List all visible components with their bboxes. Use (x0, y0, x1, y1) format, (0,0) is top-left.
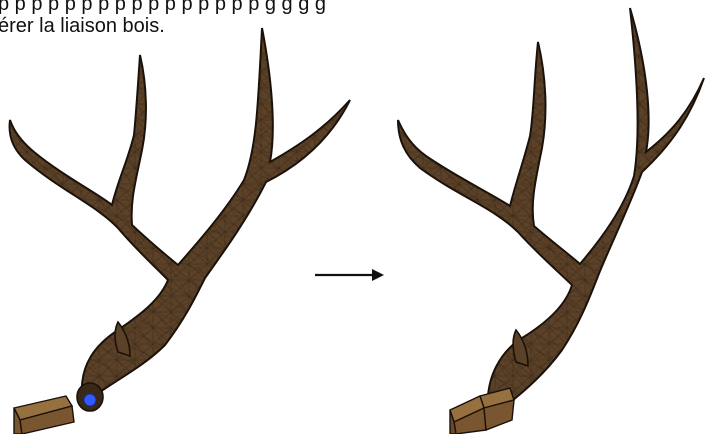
wood-block-after (450, 388, 514, 434)
right-arrow-icon (315, 269, 384, 281)
wood-block-before (14, 396, 74, 434)
antler-before-body (10, 28, 350, 395)
antler-before (10, 28, 350, 411)
blue-marker (84, 394, 96, 406)
antler-after (398, 8, 704, 434)
